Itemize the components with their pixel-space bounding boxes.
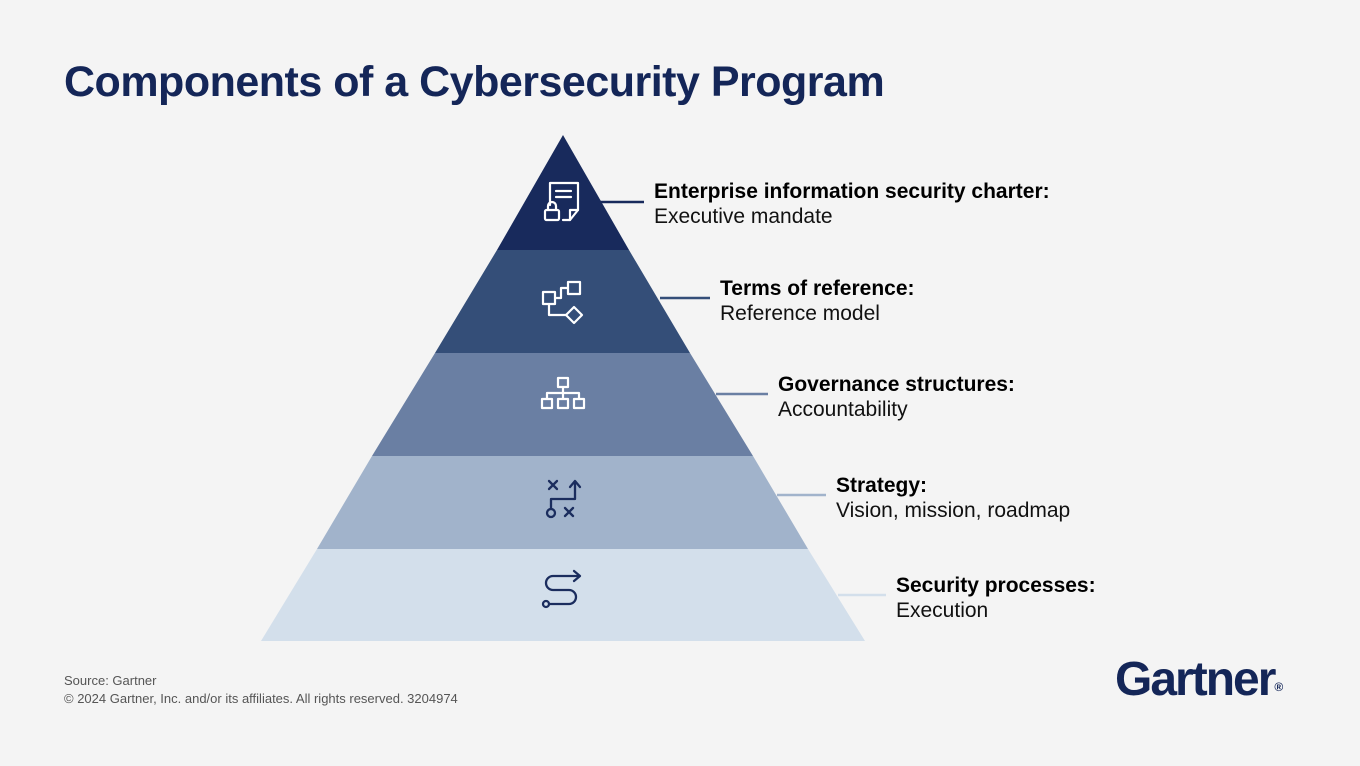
layer-heading: Terms of reference:	[720, 277, 915, 300]
layer-label-4: Strategy: Vision, mission, roadmap	[836, 473, 1070, 523]
process-flow-icon	[541, 569, 582, 609]
footer: Source: Gartner © 2024 Gartner, Inc. and…	[64, 672, 458, 708]
layer-detail: Accountability	[778, 398, 908, 421]
pyramid-layer-5	[261, 535, 865, 641]
gartner-logo: Gartner®	[1115, 652, 1283, 707]
layer-heading: Strategy:	[836, 474, 928, 497]
layer-detail: Vision, mission, roadmap	[836, 499, 1071, 522]
layer-heading: Security processes:	[896, 574, 1096, 597]
layer-detail: Reference model	[720, 302, 880, 325]
layer-label-2: Terms of reference: Reference model	[720, 276, 915, 326]
copyright-note: © 2024 Gartner, Inc. and/or its affiliat…	[64, 691, 458, 706]
logo-text: Gartner	[1115, 653, 1276, 706]
page-title: Components of a Cybersecurity Program	[64, 58, 885, 106]
layer-detail: Execution	[896, 599, 989, 622]
org-chart-icon	[540, 376, 586, 410]
source-note: Source: Gartner	[64, 673, 157, 688]
pyramid-layer-1	[497, 135, 629, 250]
pyramid-layer-4	[317, 442, 808, 549]
layer-heading: Governance structures:	[778, 373, 1015, 396]
layer-detail: Executive mandate	[654, 205, 833, 228]
secure-document-icon	[543, 181, 580, 222]
layer-heading: Enterprise information security charter:	[654, 180, 1050, 203]
layer-label-3: Governance structures: Accountability	[778, 372, 1015, 422]
layer-label-5: Security processes: Execution	[896, 573, 1096, 623]
pyramid-layer-2	[435, 236, 690, 353]
strategy-path-icon	[545, 479, 582, 519]
layer-label-1: Enterprise information security charter:…	[654, 179, 1050, 229]
registered-mark: ®	[1274, 680, 1284, 694]
flowchart-icon	[541, 280, 584, 325]
